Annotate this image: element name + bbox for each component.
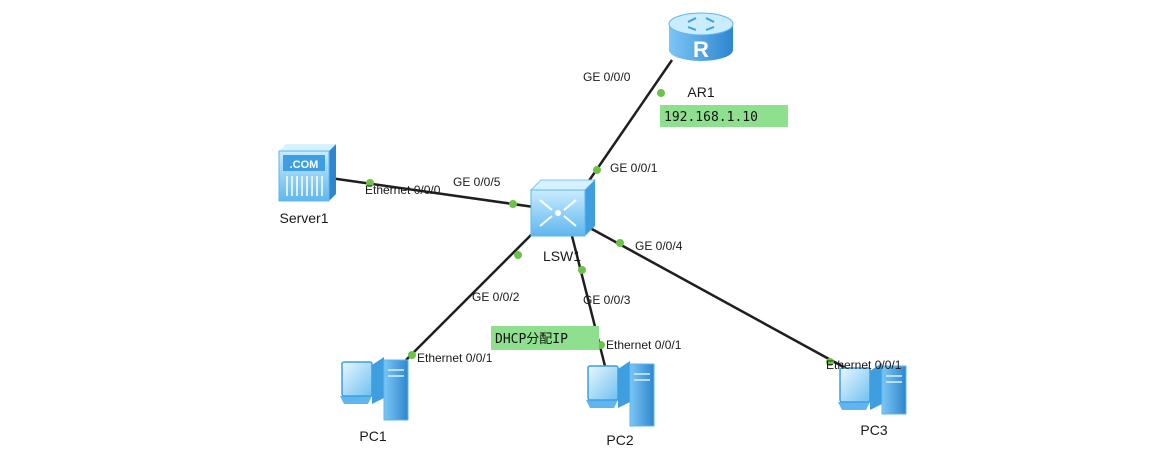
port-dot-pc3-eth001[interactable] xyxy=(826,358,834,366)
switch-icon xyxy=(529,179,597,237)
device-label-pc2: PC2 xyxy=(606,432,633,448)
router-icon: R xyxy=(668,12,734,62)
pc-icon xyxy=(586,361,655,427)
port-dot-pc1-eth001[interactable] xyxy=(408,351,416,359)
port-label-pc2-eth001: Ethernet 0/0/1 xyxy=(606,338,682,352)
port-label-lsw1-ge003: GE 0/0/3 xyxy=(583,293,631,307)
port-label-ar1-ge000: GE 0/0/0 xyxy=(583,70,631,84)
device-pc3[interactable]: PC3 xyxy=(838,363,907,438)
port-dot-lsw1-ge003[interactable] xyxy=(578,266,586,274)
note-dhcp-text: DHCP分配IP xyxy=(495,332,568,347)
device-label-server1: Server1 xyxy=(279,210,328,226)
device-pc1[interactable]: PC1 xyxy=(340,357,409,444)
port-label-lsw1-ge004: GE 0/0/4 xyxy=(635,239,683,253)
device-label-pc1: PC1 xyxy=(359,428,386,444)
server-icon: .COM xyxy=(278,144,336,202)
port-dots xyxy=(366,89,834,366)
port-label-lsw1-ge002: GE 0/0/2 xyxy=(472,290,520,304)
pc-icon xyxy=(838,363,907,415)
port-dot-lsw1-ge001[interactable] xyxy=(593,166,601,174)
port-labels: GE 0/0/0 GE 0/0/1 Ethernet 0/0/0 GE 0/0/… xyxy=(365,70,902,372)
port-label-pc3-eth001: Ethernet 0/0/1 xyxy=(826,358,902,372)
port-label-server1-eth000: Ethernet 0/0/0 xyxy=(365,183,441,197)
port-dot-ar1-ge000[interactable] xyxy=(657,89,665,97)
note-router-ip-text: 192.168.1.10 xyxy=(664,110,758,125)
server-badge: .COM xyxy=(290,159,319,171)
link-server-switch[interactable] xyxy=(329,176,535,209)
device-lsw1[interactable]: LSW1 xyxy=(529,179,597,264)
port-dot-lsw1-ge005[interactable] xyxy=(509,200,517,208)
port-dot-lsw1-ge002[interactable] xyxy=(514,251,522,259)
note-router-ip[interactable]: 192.168.1.10 xyxy=(660,105,788,127)
device-ar1[interactable]: R AR1 xyxy=(668,12,734,100)
port-label-lsw1-ge001: GE 0/0/1 xyxy=(610,161,658,175)
port-dot-lsw1-ge004[interactable] xyxy=(616,239,624,247)
router-glyph: R xyxy=(693,37,709,62)
link-pc3-switch[interactable] xyxy=(589,226,861,378)
device-label-pc3: PC3 xyxy=(860,422,887,438)
link-pc1-switch[interactable] xyxy=(405,231,535,361)
device-pc2[interactable]: PC2 xyxy=(586,361,655,448)
port-dot-server1-eth000[interactable] xyxy=(366,179,374,187)
device-label-ar1: AR1 xyxy=(687,84,714,100)
pc-icon xyxy=(340,357,409,421)
device-label-lsw1: LSW1 xyxy=(543,248,581,264)
device-server1[interactable]: .COM Server1 xyxy=(278,144,336,226)
port-label-pc1-eth001: Ethernet 0/0/1 xyxy=(417,351,493,365)
port-label-lsw1-ge005: GE 0/0/5 xyxy=(453,175,501,189)
note-dhcp[interactable]: DHCP分配IP xyxy=(491,326,599,350)
